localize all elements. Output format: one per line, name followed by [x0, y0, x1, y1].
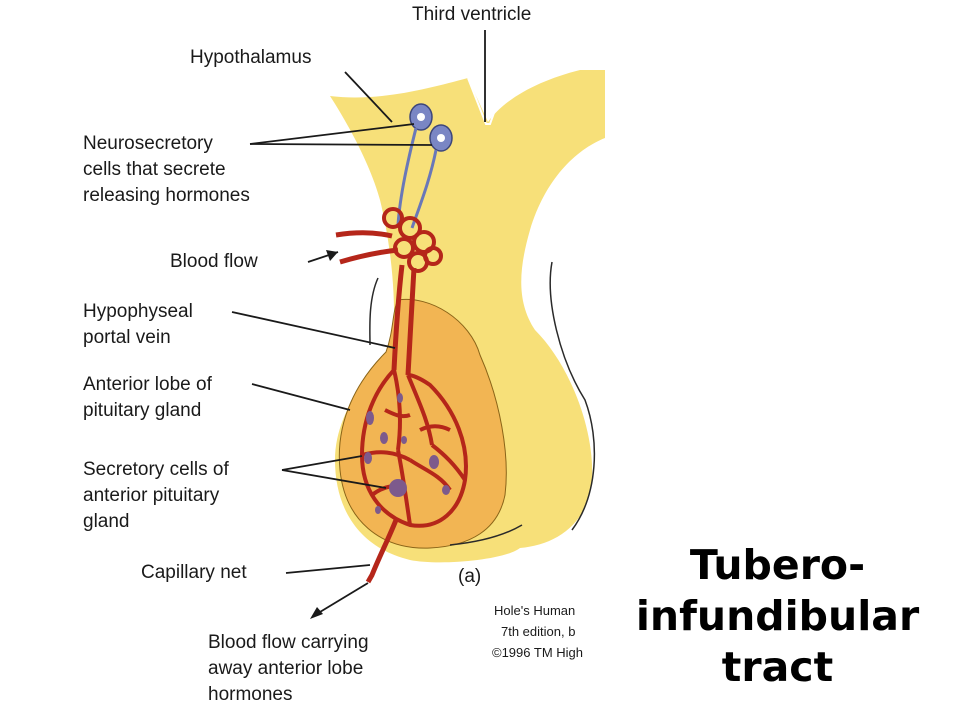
axon-1	[396, 127, 418, 226]
secretory-cells-label-line-3: gland	[83, 511, 130, 532]
slide-title-line-2: infundibular	[635, 592, 920, 640]
capillary-network	[359, 368, 468, 528]
secretory-cell-nuclei	[364, 393, 450, 514]
hypothalamus-label: Hypothalamus	[190, 47, 312, 68]
incoming-artery-1	[335, 230, 393, 239]
anterior-lobe-label-line-1: Anterior lobe of	[83, 374, 212, 395]
hypophyseal-portal-vein	[391, 264, 405, 371]
source-credit-line-2: 7th edition, b	[501, 624, 576, 639]
portal-vein-label-line-1: Hypophyseal	[83, 301, 193, 322]
neurosecretory-label-line-1: Neurosecretory	[83, 133, 213, 154]
incoming-artery-2	[339, 247, 399, 265]
blood-flow-away-label-line-1: Blood flow carrying	[208, 632, 369, 653]
blood-flow-away-label-line-2: away anterior lobe	[208, 658, 364, 679]
slide-title-line-3: tract	[721, 643, 834, 691]
stalk-outline	[369, 277, 379, 346]
outflow-arrowhead	[310, 607, 323, 619]
panel-letter-label: (a)	[458, 566, 482, 587]
secretory-cells-label-line-1: Secretory cells of	[83, 459, 229, 480]
secretory-cells-label-line-2: anterior pituitary	[83, 485, 220, 506]
third-ventricle-label: Third ventricle	[412, 4, 532, 25]
anterior-lobe-label-line-2: pituitary gland	[83, 400, 202, 421]
slide-title-line-1: Tubero-	[689, 541, 866, 589]
source-credit-line-1: Hole's Human	[494, 603, 576, 618]
capillary-net-label: Capillary net	[141, 562, 247, 583]
neurosecretory-label-line-2: cells that secrete	[83, 159, 226, 180]
hypophyseal-portal-vein-2	[405, 267, 417, 376]
blood-flow-arrowhead	[326, 250, 338, 261]
neurosecretory-cell-2	[429, 124, 453, 152]
portal-vein-label-line-2: portal vein	[83, 327, 171, 348]
anterior-lobe-base-line	[449, 524, 523, 546]
blood-flow-away-label-line-3: hormones	[208, 684, 293, 705]
neurosecretory-label-line-3: releasing hormones	[83, 185, 250, 206]
posterior-lobe-outline	[549, 261, 596, 531]
leader-lines	[231, 30, 486, 616]
slide-title: Tubero- infundibular tract	[600, 540, 955, 693]
primary-capillary-plexus	[382, 207, 443, 273]
source-credit-line-3: ©1996 TM High	[492, 645, 583, 660]
neurosecretory-cell-1	[409, 103, 433, 131]
outflow-vessel	[365, 519, 399, 584]
third-ventricle-notch	[467, 77, 501, 125]
blood-flow-label: Blood flow	[170, 251, 258, 272]
